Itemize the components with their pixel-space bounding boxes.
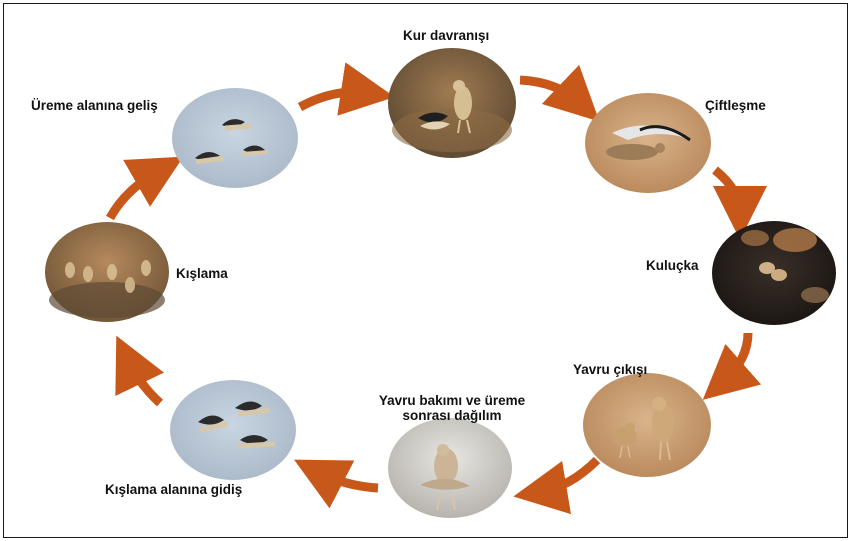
label-yavru-bakimi-line1: Yavru bakımı ve üreme bbox=[352, 393, 552, 408]
label-kislama: Kışlama bbox=[176, 266, 228, 281]
stage-photo-yavru-bakimi bbox=[388, 418, 512, 518]
label-yavru-cikisi: Yavru çıkışı bbox=[573, 362, 647, 377]
stage-photo-ureme-gelis bbox=[172, 88, 298, 188]
label-yavru-bakimi: Yavru bakımı ve üreme sonrası dağılım bbox=[352, 393, 552, 423]
stage-photo-kur bbox=[388, 48, 516, 158]
arrow-ureme-to-kur bbox=[300, 92, 368, 107]
stage-photo-kulucka bbox=[712, 221, 836, 325]
stage-photo-ciftlesme bbox=[585, 93, 711, 193]
label-kulucka: Kuluçka bbox=[646, 258, 699, 273]
arrow-bakim-to-gidis bbox=[318, 472, 378, 488]
label-kislama-gidis: Kışlama alanına gidiş bbox=[105, 482, 242, 497]
arrow-gidis-to-kislama bbox=[128, 360, 160, 403]
label-yavru-bakimi-line2: sonrası dağılım bbox=[352, 408, 552, 423]
arrow-yavru-to-bakim bbox=[540, 460, 597, 492]
label-ciftlesme: Çiftleşme bbox=[705, 98, 766, 113]
stage-photo-yavru-cikisi bbox=[583, 373, 711, 477]
arrow-kulucka-to-yavru bbox=[723, 333, 748, 382]
label-kur: Kur davranışı bbox=[403, 28, 489, 43]
stage-photo-kislama-gidis bbox=[170, 380, 296, 480]
arrow-ciftlesme-to-kulucka bbox=[715, 170, 740, 213]
arrow-kislama-to-ureme bbox=[110, 170, 160, 218]
arrow-kur-to-ciftlesme bbox=[520, 80, 580, 103]
stage-photo-kislama bbox=[45, 222, 169, 322]
label-ureme-gelis: Üreme alanına geliş bbox=[31, 98, 158, 113]
